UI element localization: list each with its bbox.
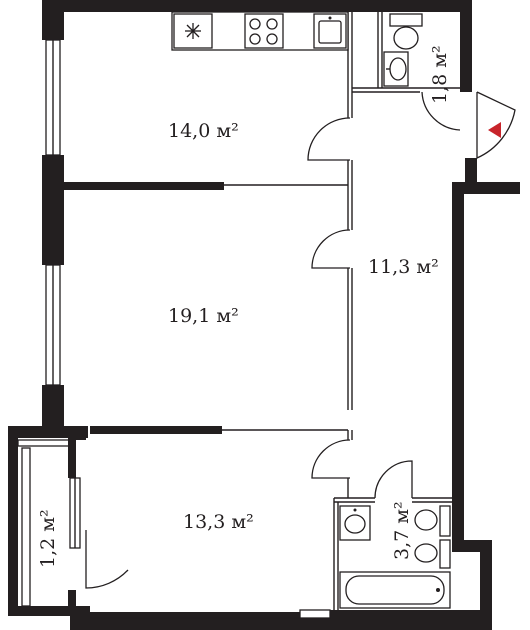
sink-icon bbox=[313, 13, 347, 49]
toilet-icon bbox=[414, 539, 451, 569]
toilet-icon bbox=[414, 505, 451, 537]
stove-icon bbox=[244, 13, 284, 49]
balcony bbox=[8, 426, 129, 616]
washbasin-icon bbox=[339, 505, 371, 541]
exterior-walls bbox=[42, 0, 520, 630]
kitchen-counter bbox=[171, 11, 349, 51]
room-area-kitchen: 14,0 м² bbox=[168, 120, 239, 142]
doors bbox=[307, 91, 516, 499]
interior-walls bbox=[64, 12, 460, 610]
fridge-snowflake-icon bbox=[185, 23, 201, 39]
bottom-bathroom-fixtures bbox=[339, 505, 451, 609]
room-area-living: 19,1 м² bbox=[168, 305, 239, 327]
entrance-arrow-icon bbox=[488, 122, 501, 138]
top-bathroom-fixtures bbox=[383, 13, 423, 87]
room-area-balcony: 1,2 м² bbox=[37, 509, 59, 568]
room-area-bath-bottom: 3,7 м² bbox=[391, 501, 413, 560]
windows bbox=[45, 39, 331, 619]
washbasin-icon bbox=[383, 51, 409, 87]
bathtub-icon bbox=[339, 571, 451, 609]
room-area-hallway: 11,3 м² bbox=[368, 256, 439, 278]
toilet-icon bbox=[389, 13, 423, 50]
room-area-bedroom: 13,3 м² bbox=[183, 511, 254, 533]
room-area-bath-top: 1,8 м² bbox=[429, 45, 451, 104]
